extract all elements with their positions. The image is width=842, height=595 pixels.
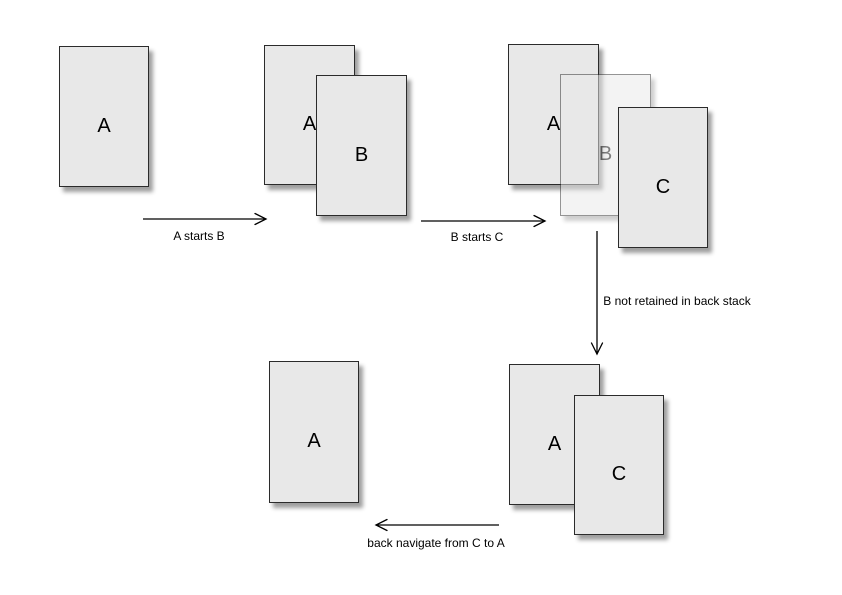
arrow-back-navigate [374, 518, 499, 532]
stage3-card-c: C [618, 107, 708, 248]
edge-label-back-navigate: back navigate from C to A [367, 535, 505, 550]
arrow-a-starts-b [143, 212, 268, 226]
stage2-card-b: B [316, 75, 407, 216]
stage4-card-c: C [574, 395, 664, 535]
card-label: A [307, 430, 321, 452]
stage1-card-a: A [59, 46, 149, 187]
edge-label-b-starts-c: B starts C [450, 229, 504, 244]
card-label: B [354, 143, 369, 166]
arrow-b-dropped [590, 231, 604, 356]
edge-label-b-not-retained: B not retained in back stack [603, 293, 751, 308]
edge-label-a-starts-b: A starts B [173, 228, 225, 243]
card-label: C [655, 175, 671, 198]
arrow-b-starts-c [421, 214, 547, 228]
card-label: A [97, 114, 111, 137]
card-label: B [598, 143, 613, 165]
card-label: C [611, 463, 627, 485]
card-label: A [547, 432, 562, 455]
card-label: A [546, 112, 561, 135]
stage5-card-a: A [269, 361, 359, 503]
card-label: A [302, 113, 317, 135]
